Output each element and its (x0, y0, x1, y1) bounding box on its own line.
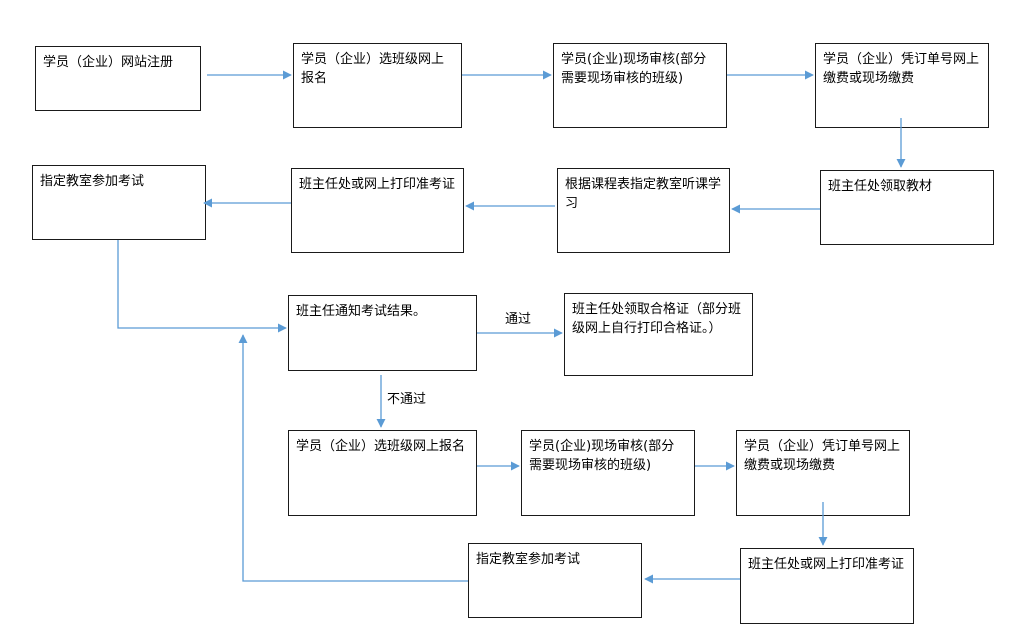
edge-label-fail: 不通过 (387, 392, 427, 407)
node-re-enroll: 学员（企业）选班级网上报名 (288, 430, 477, 516)
node-print-ticket: 班主任处或网上打印准考证 (291, 168, 464, 253)
edge-label-pass: 通过 (505, 312, 532, 327)
node-payment: 学员（企业）凭订单号网上缴费或现场缴费 (815, 43, 989, 128)
node-re-onsite-review: 学员(企业)现场审核(部分需要现场审核的班级) (521, 430, 695, 516)
node-notify-result: 班主任通知考试结果。 (288, 295, 477, 371)
node-re-print-ticket: 班主任处或网上打印准考证 (740, 548, 914, 624)
node-re-payment: 学员（企业）凭订单号网上缴费或现场缴费 (736, 430, 910, 516)
node-get-certificate: 班主任处领取合格证（部分班级网上自行打印合格证。） (564, 293, 753, 376)
node-onsite-review: 学员(企业)现场审核(部分需要现场审核的班级) (553, 43, 727, 128)
node-take-exam: 指定教室参加考试 (32, 165, 206, 240)
node-enroll: 学员（企业）选班级网上报名 (293, 43, 462, 128)
node-attend-class: 根据课程表指定教室听课学习 (557, 168, 730, 253)
node-get-materials: 班主任处领取教材 (820, 170, 994, 245)
arrow-reexam-back-to-result (238, 334, 468, 582)
node-re-take-exam: 指定教室参加考试 (468, 543, 642, 618)
node-register: 学员（企业）网站注册 (35, 46, 201, 111)
arrow-exam-to-result (117, 240, 287, 333)
